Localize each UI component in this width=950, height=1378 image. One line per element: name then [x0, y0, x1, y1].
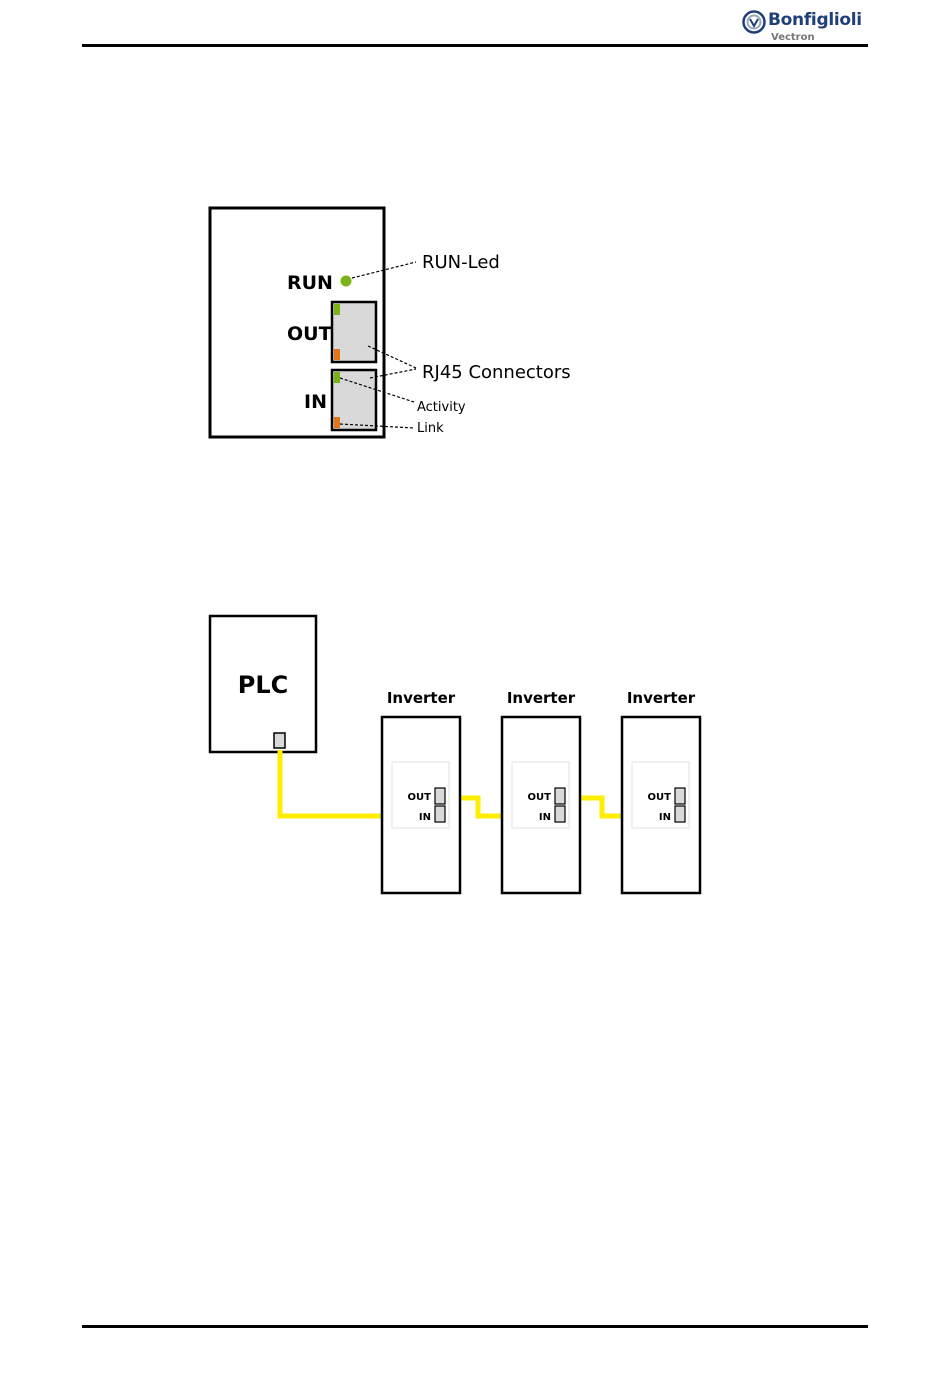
- module-diagram: RUN OUT IN RUN-Led RJ45 Connectors Activ…: [210, 208, 571, 437]
- inverter-2-housing: [502, 717, 580, 893]
- activity-callout: Activity: [417, 400, 466, 415]
- inverter-1-title: Inverter: [387, 689, 456, 707]
- in-link-led: [334, 417, 340, 428]
- rj45-callout: RJ45 Connectors: [422, 362, 571, 383]
- plc-label: PLC: [238, 671, 289, 699]
- inverter-3-title: Inverter: [627, 689, 696, 707]
- inverter-1-in-port: [435, 806, 445, 822]
- out-label: OUT: [287, 323, 332, 345]
- inverter-3-out-port: [675, 788, 685, 804]
- inverter-3-housing: [622, 717, 700, 893]
- network-diagram: PLC Inverter OUT IN Inverter OUT IN: [210, 616, 700, 893]
- plc-port: [274, 733, 285, 748]
- in-activity-led: [334, 372, 340, 383]
- in-label: IN: [304, 391, 327, 413]
- inverter-1-housing: [382, 717, 460, 893]
- inverter-3-out-label: OUT: [648, 792, 672, 803]
- inverter-2: Inverter OUT IN: [502, 689, 580, 893]
- inverter-1-in-label: IN: [419, 812, 431, 823]
- out-link-led: [334, 349, 340, 360]
- run-led-callout: RUN-Led: [422, 252, 500, 273]
- run-led: [341, 276, 352, 287]
- inverter-3-in-label: IN: [659, 812, 671, 823]
- inverter-3: Inverter OUT IN: [622, 689, 700, 893]
- link-callout: Link: [417, 421, 444, 436]
- inverter-1-out-label: OUT: [408, 792, 432, 803]
- inverter-2-out-label: OUT: [528, 792, 552, 803]
- out-activity-led: [334, 304, 340, 315]
- inverter-2-in-port: [555, 806, 565, 822]
- inverter-1-out-port: [435, 788, 445, 804]
- inverter-2-out-port: [555, 788, 565, 804]
- inverter-3-in-port: [675, 806, 685, 822]
- run-label: RUN: [287, 272, 333, 294]
- inverter-1: Inverter OUT IN: [382, 689, 460, 893]
- inverter-2-title: Inverter: [507, 689, 576, 707]
- inverter-2-in-label: IN: [539, 812, 551, 823]
